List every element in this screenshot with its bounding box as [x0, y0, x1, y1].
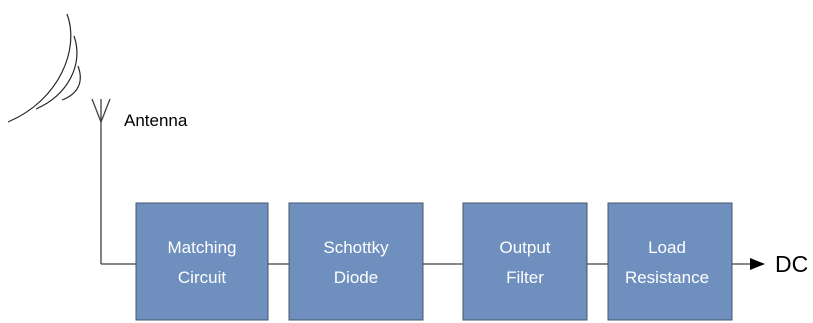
- block-schottky-diode-line-1: Schottky: [323, 238, 389, 257]
- block-load-resistance-line-1: Load: [648, 238, 686, 257]
- output-arrow: [732, 258, 765, 270]
- block-schottky-diode: Schottky Diode: [288, 202, 424, 321]
- radio-wave-outer: [7, 13, 72, 123]
- block-output-filter: Output Filter: [462, 202, 588, 321]
- antenna-label: Antenna: [124, 111, 188, 130]
- block-load-resistance: Load Resistance: [607, 202, 733, 321]
- block-matching-circuit-line-2: Circuit: [178, 268, 226, 287]
- block-matching-circuit-line-1: Matching: [168, 238, 237, 257]
- block-load-resistance-line-2: Resistance: [625, 268, 709, 287]
- block-output-filter-line-1: Output: [499, 238, 550, 257]
- antenna-arm-right: [100, 98, 111, 123]
- block-schottky-diode-line-2: Diode: [334, 268, 378, 287]
- radio-wave-middle: [35, 35, 78, 110]
- block-output-filter-line-2: Filter: [506, 268, 544, 287]
- arrow-head-icon: [750, 258, 765, 270]
- antenna-arm-left: [91, 98, 102, 123]
- antenna-icon: [91, 98, 111, 264]
- radio-wave-inner: [61, 65, 81, 101]
- block-matching-circuit: Matching Circuit: [135, 202, 269, 321]
- radio-wave-icon: [7, 13, 81, 123]
- output-label: DC: [775, 251, 808, 277]
